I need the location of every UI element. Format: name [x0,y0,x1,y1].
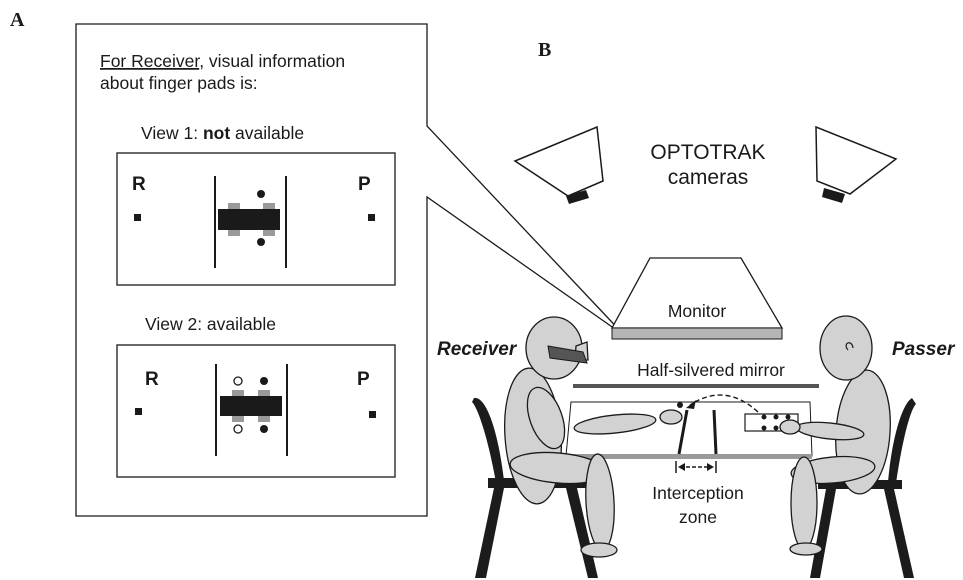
half-silvered-mirror [573,384,819,388]
view2-frame [116,344,396,478]
panel-a-letter: A [10,9,25,31]
view2-label: View 2: available [145,314,276,334]
view1-label-suffix: available [230,123,304,143]
view2-right-start-square [369,411,376,418]
view1-label-prefix: View 1: [141,123,203,143]
view1-object-block [218,209,280,230]
view1-pad-bl [228,228,240,236]
view1-label: View 1: not available [141,123,304,143]
view1-pad-tl [228,203,240,211]
view2-pad-tl [232,390,244,398]
cameras-label-line1: OPTOTRAK [650,141,765,164]
view2-left-start-square [135,408,142,415]
view2-marker-top-open [233,376,243,386]
receiver-figure [504,316,683,558]
view1-marker-top [257,190,265,198]
view2-marker-top-filled [260,377,268,385]
receiver-goggles [547,345,588,364]
view1-marker-bottom [257,238,265,246]
monitor [610,257,784,340]
view2-right-marker: P [357,369,370,390]
cameras-label-line2: cameras [668,166,749,189]
interception-zone-arrow [675,461,717,473]
view2-pad-tr [258,390,270,398]
view1-right-start-square [368,214,375,221]
callout-heading-line2: about finger pads is: [100,73,258,93]
receiver-label: Receiver [437,339,518,360]
interception-zone-label-line1: Interception [652,483,743,503]
view2-object-block [220,396,282,416]
view2-marker-bottom-filled [260,425,268,433]
view2-pad-bl [232,414,244,422]
interception-rail-left [677,409,689,455]
callout-heading-underlined: For Receiver [100,51,200,71]
view2-pad-br [258,414,270,422]
view1-left-marker: R [132,174,146,195]
view1-label-bold: not [203,123,230,143]
view1-pad-tr [263,203,275,211]
interception-rail-right [712,409,718,455]
view2-left-marker: R [145,369,159,390]
optotrak-camera-left [513,125,604,204]
view1-pad-br [263,228,275,236]
optotrak-camera-right [815,125,898,203]
view1-left-start-square [134,214,141,221]
view1-frame [116,152,396,286]
passer-label: Passer [892,339,956,360]
mirror-label: Half-silvered mirror [637,360,785,380]
passer-ear [845,342,854,351]
view2-marker-bottom-open [233,424,243,434]
trajectory-arrowhead [686,400,696,409]
monitor-label: Monitor [668,301,727,321]
interception-zone-label-line2: zone [679,507,717,527]
receiver-finger-marker [677,402,683,408]
callout-box [75,23,626,517]
view1-right-marker: P [358,174,371,195]
callout-heading-line1: For Receiver, visual information [100,51,345,71]
object-trajectory [689,394,759,413]
panel-b-letter: B [538,39,551,61]
callout-heading-rest: , visual information [199,51,345,71]
